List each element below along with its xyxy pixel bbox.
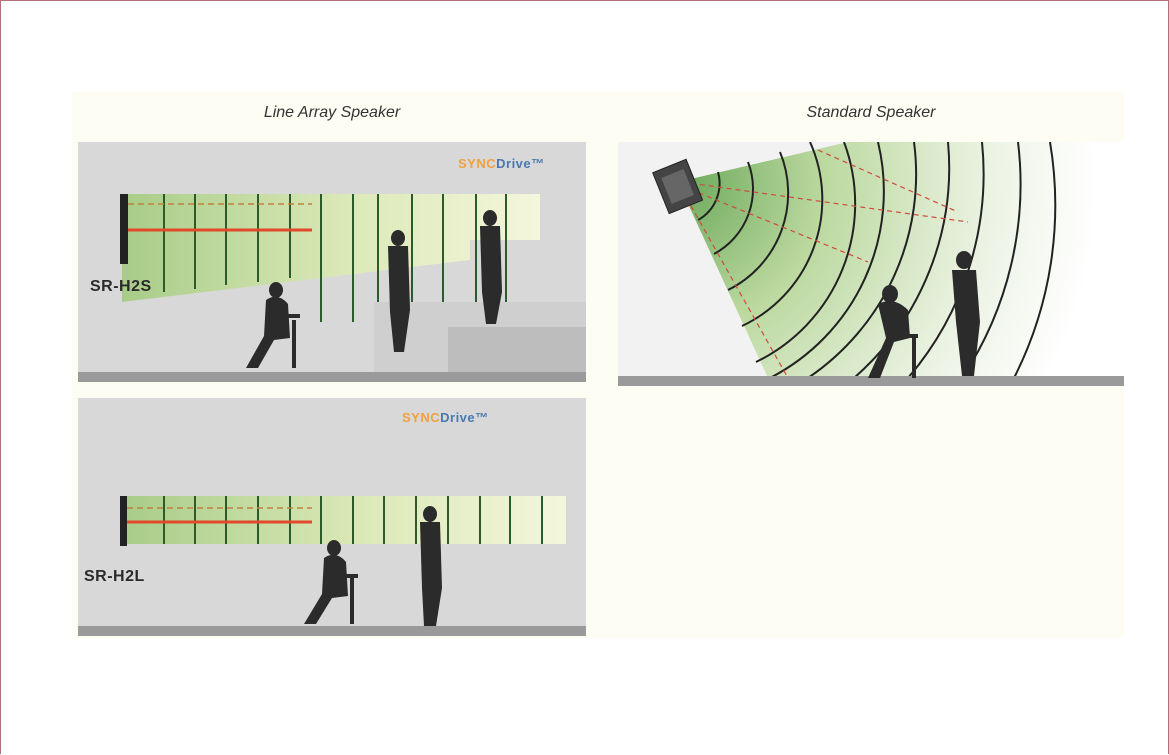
sync-drive-logo: SYNCDrive™ bbox=[402, 410, 489, 425]
sound-beam bbox=[122, 496, 566, 544]
speaker-column bbox=[120, 496, 127, 546]
logo-part-drive: Drive™ bbox=[440, 410, 489, 425]
model-label-h2l: SR-H2L bbox=[84, 568, 145, 586]
speaker-column bbox=[120, 194, 128, 264]
sync-drive-logo: SYNCDrive™ bbox=[458, 156, 545, 171]
logo-part-drive: Drive™ bbox=[496, 156, 545, 171]
floor bbox=[78, 626, 586, 636]
logo-part-sync: SYNC bbox=[458, 156, 496, 171]
sound-field-diagram bbox=[78, 142, 586, 382]
standard-speaker-title: Standard Speaker bbox=[618, 100, 1124, 126]
line-array-diagram-h2s: SR-H2S SYNCDrive™ bbox=[78, 142, 586, 382]
sound-beam bbox=[122, 194, 540, 302]
logo-part-sync: SYNC bbox=[402, 410, 440, 425]
sound-field-diagram bbox=[78, 398, 586, 636]
line-array-title: Line Array Speaker bbox=[78, 100, 586, 126]
sound-field-diagram bbox=[618, 142, 1124, 386]
floor bbox=[78, 372, 586, 382]
standard-speaker-diagram bbox=[618, 142, 1124, 386]
line-array-diagram-h2l: SR-H2L SYNCDrive™ bbox=[78, 398, 586, 636]
model-label-h2s: SR-H2S bbox=[90, 278, 152, 296]
